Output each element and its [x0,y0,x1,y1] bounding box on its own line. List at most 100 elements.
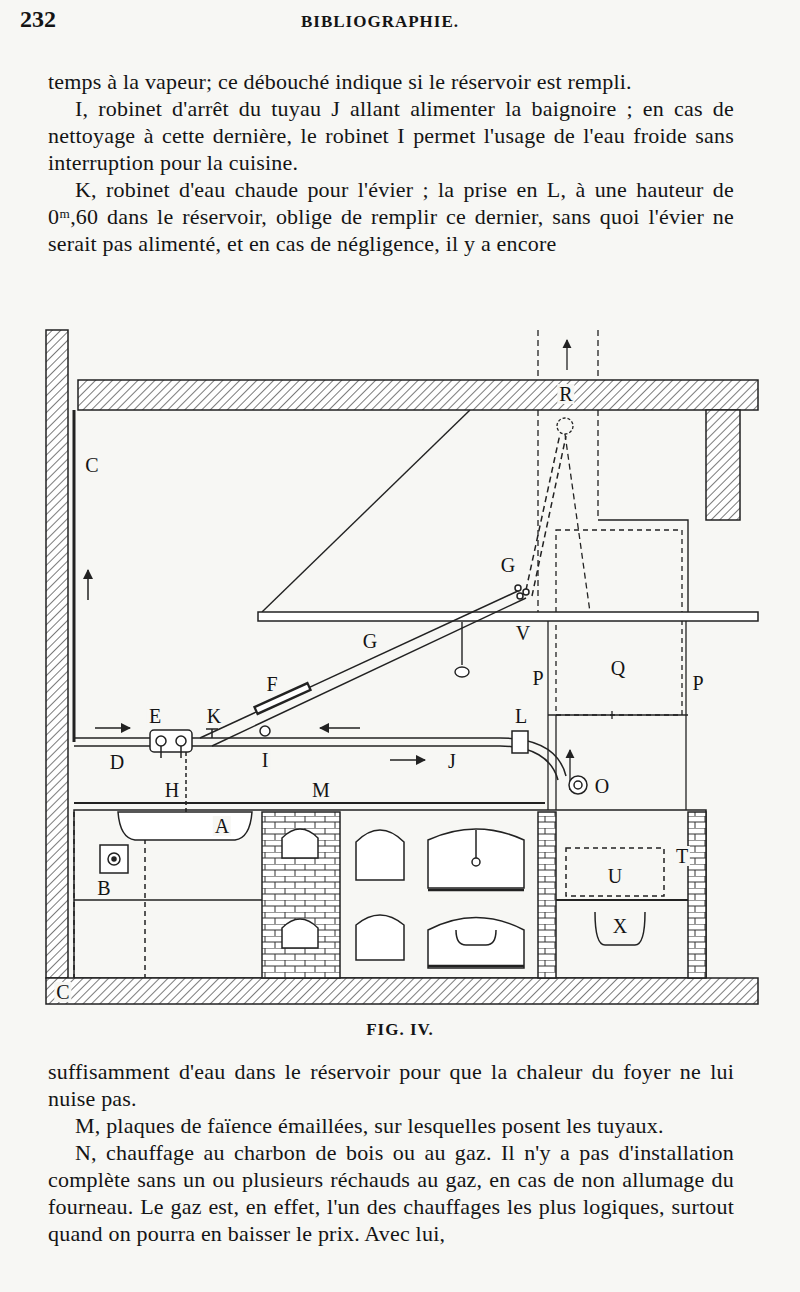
shelf [258,612,758,621]
chimney-flue [537,410,538,612]
chimney-flue [597,410,598,520]
part-letter: V [514,623,532,643]
figure-caption: FIG. IV. [0,1020,800,1040]
pipe-fittings [260,726,270,736]
water-pipes [73,812,75,978]
body-paragraph: M, plaques de faïence émaillées, sur les… [48,1112,734,1139]
part-letter: E [147,706,163,726]
part-letter: C [54,982,71,1002]
water-pipes [500,746,558,780]
pipe-fittings [569,776,587,794]
hood [262,410,470,612]
hood [455,667,469,677]
water-pipes [87,570,89,600]
pipe-fittings [574,781,582,789]
pipe-fittings [515,585,521,591]
sink-basin [108,853,120,865]
stove-body [472,858,480,866]
sink-basin [118,812,252,840]
stove-body [282,829,318,858]
water-pipes [390,759,425,761]
reservoir [548,530,688,810]
water-pipes [500,738,566,776]
water-pipes [532,436,566,596]
water-pipes [185,752,187,812]
chimney-flue [557,418,573,434]
pipe-fittings [211,729,213,738]
pipe-fittings [160,746,162,758]
counter-outline [74,802,545,804]
water-pipes [192,737,500,739]
chimney-flue [566,340,567,370]
part-letter: H [163,780,181,800]
part-letter: K [205,706,223,726]
chimney-flue [537,330,538,380]
pipe-fittings [517,593,523,599]
part-letter: U [606,866,624,886]
part-letter: L [513,706,529,726]
water-pipes [192,745,500,747]
water-pipes [74,737,150,739]
wall-section [46,330,758,1004]
reservoir [547,621,548,810]
stove-body [428,965,524,968]
part-letter: R [557,384,574,404]
stove-body [356,915,404,960]
pipe-fittings [176,736,186,746]
shelf [258,612,758,621]
pipe-fittings [180,746,182,758]
reservoir [685,621,686,810]
stove-body [428,889,524,892]
part-letter: C [83,455,100,475]
water-pipes [73,410,76,742]
reservoir [611,711,612,719]
stove-body [475,830,477,858]
hood [262,410,688,677]
water-pipes [526,434,560,590]
part-letter: P [530,668,545,688]
part-letter: F [264,674,279,694]
reservoir [556,530,682,715]
counter-outline [74,810,706,978]
counter-outline [74,899,262,901]
wall-section [78,380,758,410]
reservoir [555,715,556,810]
stove-body [262,812,706,978]
water-pipes [212,598,526,746]
stove-body [428,918,524,969]
sink-basin [100,845,128,873]
part-letter: B [95,878,112,898]
part-letter: O [593,776,611,796]
water-pipes [74,410,566,978]
stove-body [688,812,706,978]
part-letter: M [310,780,332,800]
sink-basin [112,857,116,861]
stove-body [428,829,524,888]
pipe-fittings [255,686,310,711]
chimney-flue [565,434,590,612]
part-letter: G [361,631,379,651]
running-head: BIBLIOGRAPHIE. [0,12,760,32]
stove-body [262,812,340,978]
pipe-fittings [512,731,528,753]
wall-section [46,330,68,978]
pipe-fittings [206,728,218,730]
part-letter: P [690,673,705,693]
stove-body [556,899,688,901]
page-number: 232 [20,6,56,33]
stove-body [538,812,556,978]
part-letter: G [499,555,517,575]
part-letter: J [446,751,458,771]
counter-outline [74,803,706,978]
hood [598,520,688,612]
body-paragraph: suffisamment d'eau dans le réservoir pou… [48,1058,734,1112]
pipe-fittings [150,730,192,752]
wall-section [706,410,740,520]
reservoir [548,714,688,715]
chimney-flue [597,330,598,380]
water-pipes [95,727,130,729]
part-letter: X [611,916,629,936]
wall-section [46,978,758,1004]
water-pipes [200,590,520,738]
pipe-fittings [523,589,529,595]
